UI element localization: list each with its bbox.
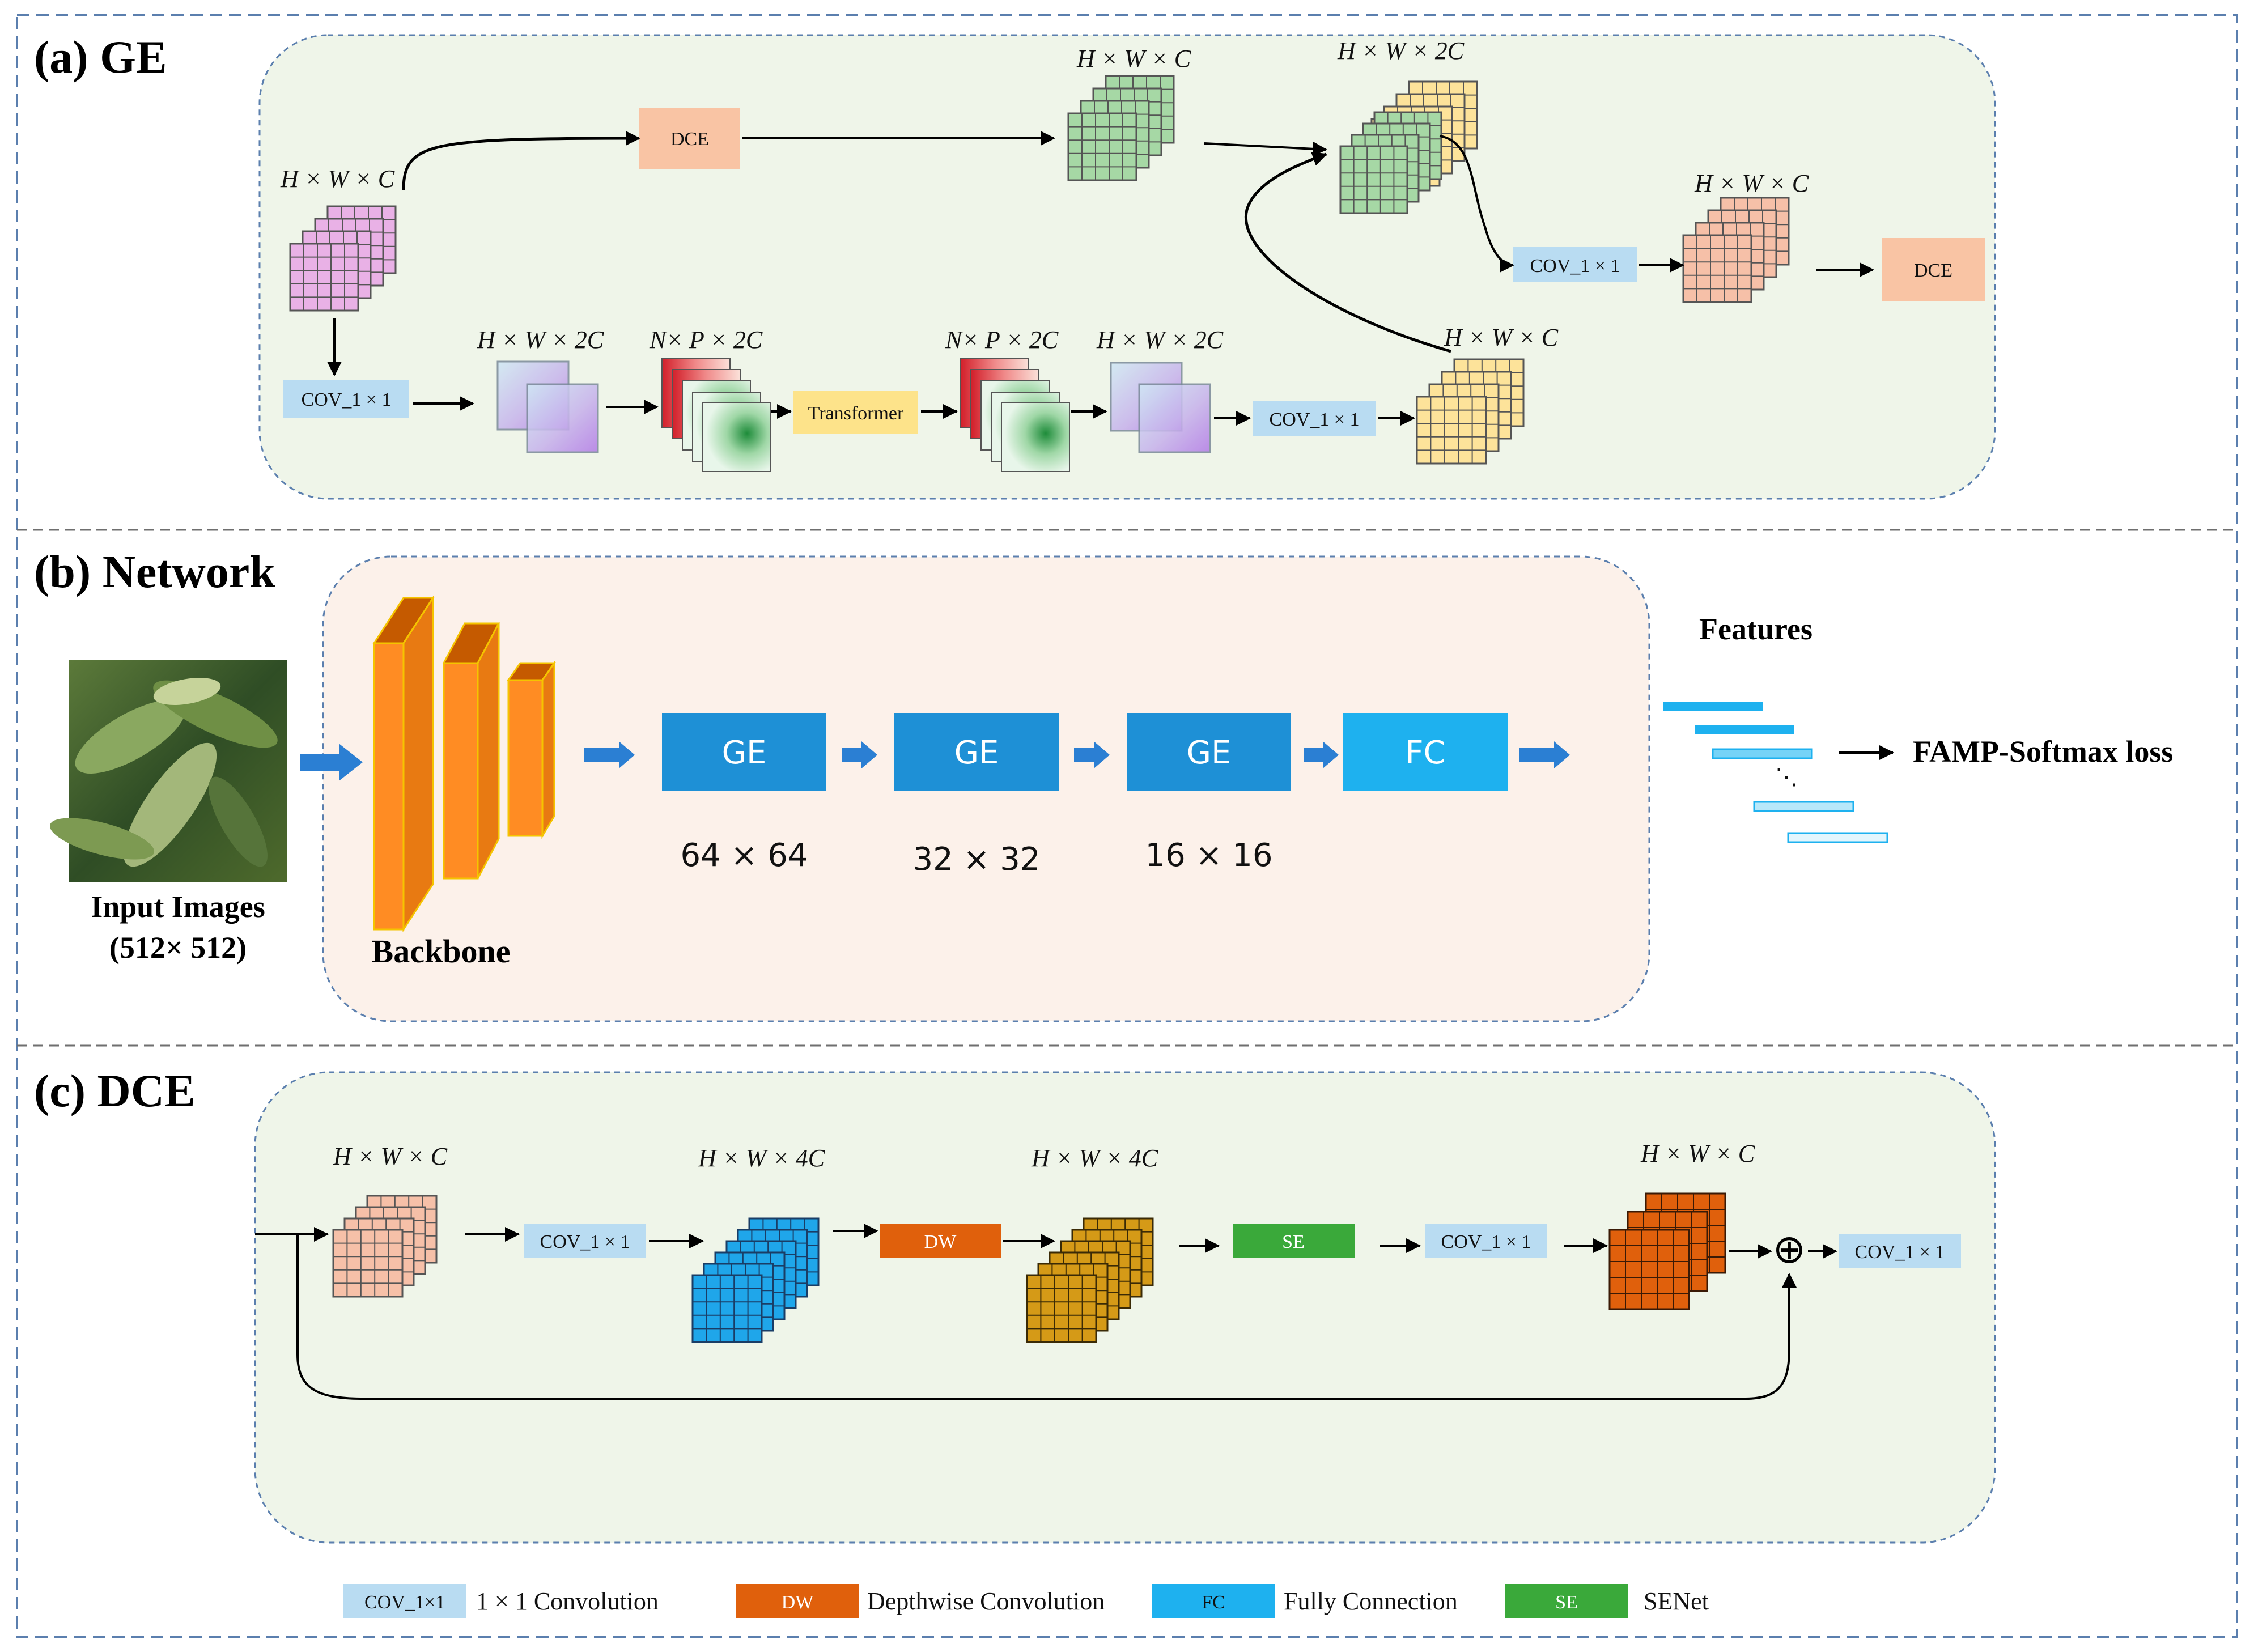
- dce-arrow-skip: [296, 1234, 1797, 1400]
- dce-cov-b-block: [1425, 1224, 1547, 1258]
- arrow-ge3-to-fc: [1304, 741, 1339, 768]
- legend: COV_1×1 1 × 1 Convolution DW Depthwise Conv…: [343, 1584, 1709, 1618]
- ge-dim-np-b: N× P × 2C: [945, 326, 1059, 354]
- ge-arrow-concat-to-cov: [1439, 135, 1514, 273]
- resolution-label-2: 32 × 32: [912, 841, 1040, 878]
- ge-dce-top-label: DCE: [670, 129, 709, 150]
- arrow-ge2-to-ge3: [1074, 741, 1110, 768]
- legend-swatch-1: [343, 1584, 466, 1618]
- ge-transformer-out-featuremap: [1416, 358, 1525, 465]
- dce-dim-output: H × W × C: [1640, 1140, 1755, 1167]
- ge-dce-right-block: [1882, 238, 1985, 301]
- ge-dce-top-block: [639, 108, 740, 169]
- panel-c-title: (c) DCE: [34, 1065, 196, 1116]
- ge-dim-np-a: N× P × 2C: [649, 326, 763, 354]
- resolution-label-1: 64 × 64: [680, 837, 808, 874]
- fc-block: [1343, 713, 1508, 791]
- dce-cov-a-block: [524, 1224, 646, 1258]
- ge-block-label-3: GE: [1187, 734, 1232, 771]
- dce-dim-input: H × W × C: [333, 1143, 448, 1170]
- legend-swatch-3: [1152, 1584, 1275, 1618]
- dce-expanded-featuremap-b: [1026, 1217, 1154, 1343]
- fc-block-label: FC: [1405, 734, 1445, 771]
- legend-key-4: SE: [1555, 1592, 1578, 1613]
- ge-block-2: [894, 713, 1059, 791]
- legend-desc-4: SENet: [1644, 1587, 1709, 1615]
- ge-concat-featuremap-green: [1339, 111, 1442, 214]
- ge-block-3: [1127, 713, 1291, 791]
- ge-dim-c-b: H × W × C: [1444, 324, 1559, 351]
- dce-dw-label: DW: [924, 1231, 957, 1252]
- ge-transformer-label: Transformer: [808, 403, 904, 424]
- dce-add-icon: ⊕: [1773, 1226, 1806, 1272]
- resolution-label-3: 16 × 16: [1145, 837, 1272, 874]
- ge-dim-concat: H × W × 2C: [1337, 37, 1465, 65]
- features-label: Features: [1699, 612, 1812, 646]
- input-images-size: (512× 512): [109, 931, 247, 965]
- panel-b-title: (b) Network: [34, 546, 275, 597]
- arrow-backbone-to-ge1: [584, 741, 635, 768]
- dce-cov-a-label: COV_1 × 1: [540, 1231, 630, 1252]
- ge-transformer-block: [793, 391, 918, 434]
- ge-featuremap-2c-b-front: [1138, 383, 1211, 453]
- ge-input-featuremap: [289, 205, 397, 312]
- dce-input-featuremap: [332, 1195, 438, 1298]
- outer-frame: [16, 14, 2238, 1638]
- ge-right-featuremap: [1682, 197, 1790, 303]
- dce-cov-c-block: [1839, 1234, 1961, 1268]
- dce-se-block: [1233, 1224, 1355, 1258]
- legend-swatch-2: [736, 1584, 859, 1618]
- panel-a-title: (a) GE: [34, 31, 167, 83]
- input-image-thumbnail: [49, 660, 287, 882]
- ge-cov-right-label: COV_1 × 1: [1530, 256, 1620, 277]
- input-images-label: Input Images: [91, 890, 265, 924]
- ge-cov-mid-block: [1253, 401, 1376, 436]
- features-ellipsis: ⋱: [1775, 764, 1798, 789]
- feature-bars: [1663, 702, 1888, 843]
- dce-cov-c-label: COV_1 × 1: [1855, 1242, 1945, 1263]
- ge-dce-right-label: DCE: [1914, 260, 1952, 281]
- arrow-fc-to-features: [1519, 741, 1570, 768]
- ge-arrow-map-to-concat: [1204, 141, 1327, 156]
- dce-se-label: SE: [1282, 1231, 1305, 1252]
- ge-dce-featuremap: [1067, 75, 1175, 181]
- ge-cov-right-block: [1513, 247, 1637, 282]
- dce-expanded-featuremap-a: [691, 1217, 820, 1343]
- dce-output-featuremap: [1608, 1192, 1726, 1310]
- ge-block-1: [662, 713, 826, 791]
- ge-arrow-residual-up: [1244, 151, 1451, 353]
- ge-dim-right: H × W × C: [1694, 169, 1809, 197]
- backbone-layers: [372, 594, 556, 933]
- ge-block-label-1: GE: [722, 734, 767, 771]
- backbone-label: Backbone: [372, 933, 511, 970]
- ge-featuremap-2c-a-front: [526, 383, 599, 453]
- ge-cov-left-label: COV_1 × 1: [302, 389, 392, 410]
- arrow-input-to-backbone: [300, 744, 363, 781]
- ge-cov-mid-label: COV_1 × 1: [1270, 409, 1360, 430]
- dce-cov-b-label: COV_1 × 1: [1441, 1231, 1531, 1252]
- ge-dim-dce-out: H × W × C: [1076, 45, 1191, 73]
- ge-patch-stack-b: [960, 358, 1070, 472]
- dce-dw-block: [880, 1224, 1001, 1258]
- ge-cov-left-block: [283, 380, 409, 418]
- ge-block-label-2: GE: [954, 734, 999, 771]
- dce-dim-4c-b: H × W × 4C: [1031, 1144, 1158, 1172]
- loss-label: FAMP-Softmax loss: [1913, 734, 2173, 768]
- legend-swatch-4: [1505, 1584, 1628, 1618]
- arrow-ge1-to-ge2: [842, 741, 877, 768]
- legend-desc-3: Fully Connection: [1284, 1587, 1458, 1615]
- legend-key-2: DW: [782, 1592, 814, 1613]
- ge-dim-2c-a: H × W × 2C: [477, 326, 604, 354]
- legend-key-3: FC: [1202, 1592, 1225, 1613]
- ge-dim-2c-b: H × W × 2C: [1096, 326, 1224, 354]
- legend-desc-1: 1 × 1 Convolution: [476, 1587, 659, 1615]
- ge-dim-input: H × W × C: [280, 165, 395, 193]
- legend-key-1: COV_1×1: [364, 1592, 445, 1613]
- dce-dim-4c-a: H × W × 4C: [698, 1144, 825, 1172]
- ge-arrow-input-to-dce: [402, 131, 640, 190]
- ge-patch-stack-a: [661, 358, 771, 472]
- legend-desc-2: Depthwise Convolution: [867, 1587, 1105, 1615]
